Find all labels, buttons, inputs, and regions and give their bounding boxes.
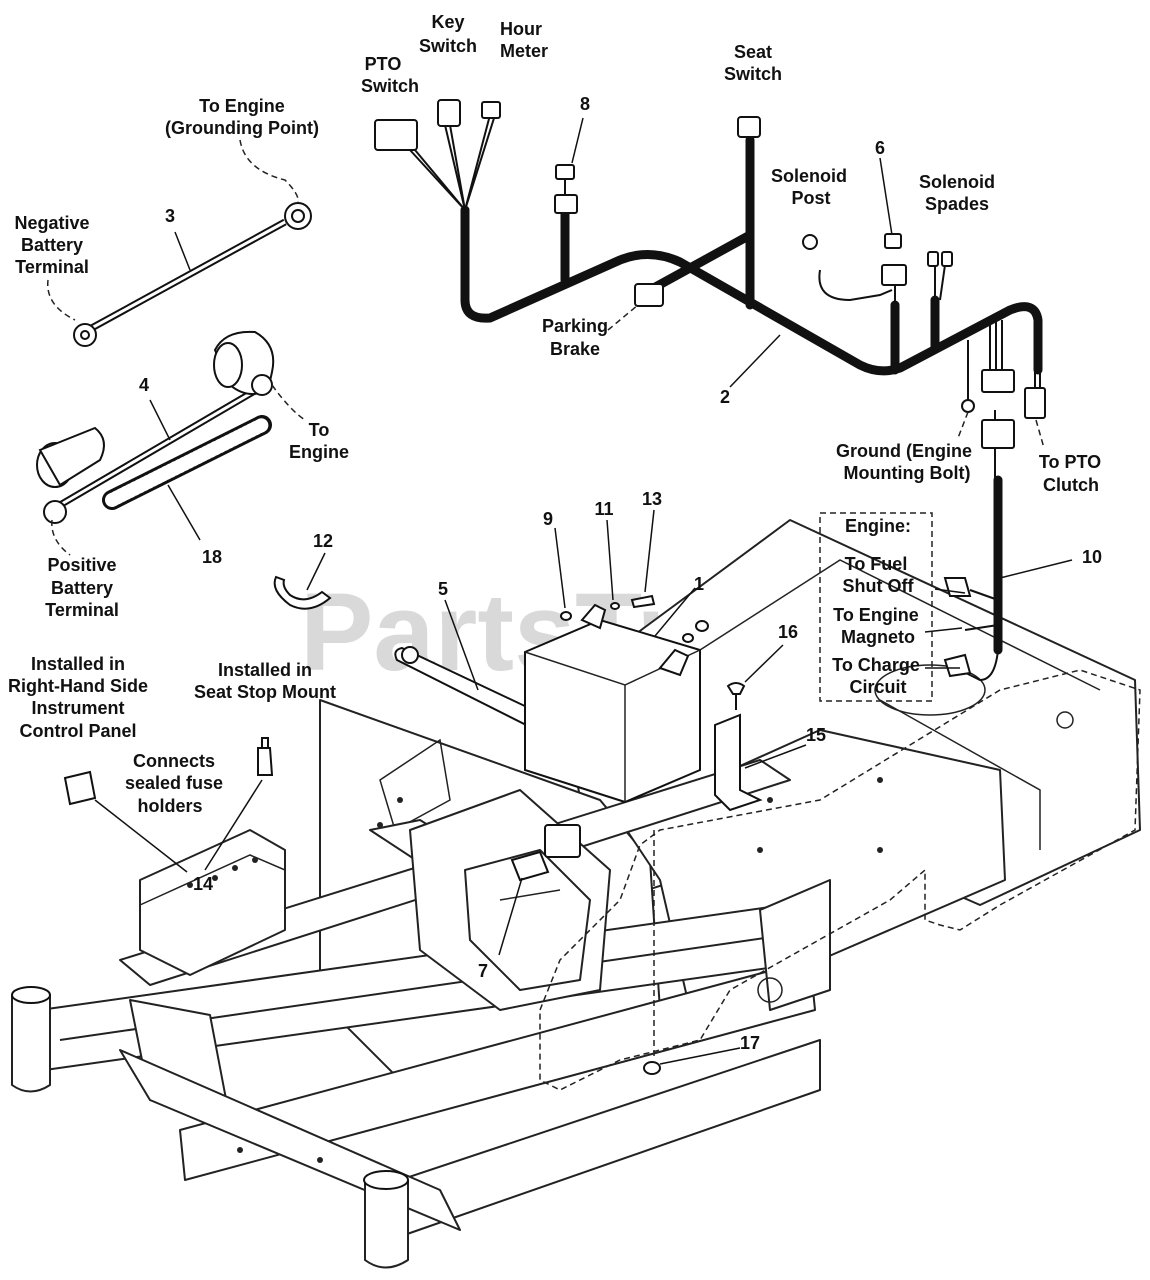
wiring-harness bbox=[374, 99, 1046, 682]
callout-12: 12 bbox=[313, 531, 333, 551]
svg-text:PTO: PTO bbox=[365, 54, 402, 74]
label-engine-box: Engine: To Fuel Shut Off To Engine Magne… bbox=[832, 516, 920, 697]
label-pto-switch: PTO Switch bbox=[361, 54, 419, 96]
svg-text:Engine: Engine bbox=[289, 442, 349, 462]
callout-16: 16 bbox=[778, 622, 798, 642]
ground-cable bbox=[73, 202, 312, 347]
cable-clip bbox=[273, 575, 332, 610]
svg-text:Switch: Switch bbox=[361, 76, 419, 96]
svg-text:Battery: Battery bbox=[51, 578, 113, 598]
svg-text:Ground (Engine: Ground (Engine bbox=[836, 441, 972, 461]
label-positive-terminal: Positive Battery Terminal bbox=[45, 555, 119, 620]
svg-text:To Engine: To Engine bbox=[833, 605, 919, 625]
svg-text:To PTO: To PTO bbox=[1039, 452, 1101, 472]
svg-text:Post: Post bbox=[791, 188, 830, 208]
svg-text:Right-Hand Side: Right-Hand Side bbox=[8, 676, 148, 696]
svg-text:Circuit: Circuit bbox=[849, 677, 906, 697]
svg-text:Negative: Negative bbox=[14, 213, 89, 233]
callout-7: 7 bbox=[478, 961, 488, 981]
callout-1: 1 bbox=[694, 574, 704, 594]
svg-text:Shut Off: Shut Off bbox=[843, 576, 915, 596]
svg-text:Terminal: Terminal bbox=[45, 600, 119, 620]
svg-text:Meter: Meter bbox=[500, 41, 548, 61]
svg-text:Seat: Seat bbox=[734, 42, 772, 62]
svg-text:Clutch: Clutch bbox=[1043, 475, 1099, 495]
label-to-pto-clutch: To PTO Clutch bbox=[1039, 452, 1101, 495]
svg-text:Switch: Switch bbox=[724, 64, 782, 84]
callout-13: 13 bbox=[642, 489, 662, 509]
callout-9: 9 bbox=[543, 509, 553, 529]
svg-text:Solenoid: Solenoid bbox=[771, 166, 847, 186]
callout-5: 5 bbox=[438, 579, 448, 599]
svg-text:Key: Key bbox=[431, 12, 464, 32]
positive-cable bbox=[36, 330, 275, 524]
label-key-switch: Key Switch bbox=[419, 12, 477, 56]
label-hour-meter: Hour Meter bbox=[500, 19, 548, 61]
label-installed-right: Installed in Right-Hand Side Instrument … bbox=[8, 654, 148, 741]
svg-text:Control Panel: Control Panel bbox=[19, 721, 136, 741]
svg-text:Instrument: Instrument bbox=[31, 698, 124, 718]
svg-text:Seat Stop Mount: Seat Stop Mount bbox=[194, 682, 336, 702]
svg-text:Connects: Connects bbox=[133, 751, 215, 771]
label-to-engine-ground: To Engine (Grounding Point) bbox=[165, 96, 319, 138]
callout-6: 6 bbox=[875, 138, 885, 158]
label-seat-switch: Seat Switch bbox=[724, 42, 782, 84]
label-parking-brake: Parking Brake bbox=[542, 316, 608, 359]
svg-text:(Grounding Point): (Grounding Point) bbox=[165, 118, 319, 138]
label-negative-terminal: Negative Battery Terminal bbox=[14, 213, 89, 277]
callout-3: 3 bbox=[165, 206, 175, 226]
svg-text:Terminal: Terminal bbox=[15, 257, 89, 277]
label-connects-fuse: Connects sealed fuse holders bbox=[125, 751, 223, 816]
svg-text:Battery: Battery bbox=[21, 235, 83, 255]
callout-10: 10 bbox=[1082, 547, 1102, 567]
callout-4: 4 bbox=[139, 375, 149, 395]
svg-text:holders: holders bbox=[137, 796, 202, 816]
engine-box-title: Engine: bbox=[845, 516, 911, 536]
svg-text:Installed in: Installed in bbox=[31, 654, 125, 674]
svg-text:Installed in: Installed in bbox=[218, 660, 312, 680]
cable-boot bbox=[102, 415, 272, 510]
svg-text:Hour: Hour bbox=[500, 19, 542, 39]
svg-text:To: To bbox=[309, 420, 330, 440]
label-ground-engine: Ground (Engine Mounting Bolt) bbox=[836, 441, 972, 483]
svg-text:Switch: Switch bbox=[419, 36, 477, 56]
label-solenoid-spades: Solenoid Spades bbox=[919, 172, 995, 214]
svg-text:To Fuel: To Fuel bbox=[845, 554, 908, 574]
callout-numbers: 1 2 3 4 5 6 7 8 9 10 11 12 13 14 15 16 1… bbox=[139, 94, 1102, 1053]
svg-text:Spades: Spades bbox=[925, 194, 989, 214]
svg-text:Positive: Positive bbox=[47, 555, 116, 575]
svg-text:Parking: Parking bbox=[542, 316, 608, 336]
label-to-engine: To Engine bbox=[289, 420, 349, 462]
callout-17: 17 bbox=[740, 1033, 760, 1053]
callout-8: 8 bbox=[580, 94, 590, 114]
battery bbox=[524, 603, 701, 804]
svg-text:To Engine: To Engine bbox=[199, 96, 285, 116]
svg-text:To Charge: To Charge bbox=[832, 655, 920, 675]
svg-text:Solenoid: Solenoid bbox=[919, 172, 995, 192]
label-solenoid-post: Solenoid Post bbox=[771, 166, 847, 208]
svg-text:Mounting Bolt): Mounting Bolt) bbox=[844, 463, 971, 483]
svg-text:Magneto: Magneto bbox=[841, 627, 915, 647]
engine-box bbox=[819, 512, 933, 702]
svg-text:sealed fuse: sealed fuse bbox=[125, 773, 223, 793]
callout-11: 11 bbox=[594, 499, 613, 519]
svg-text:Brake: Brake bbox=[550, 339, 600, 359]
callout-14: 14 bbox=[193, 874, 213, 894]
labels: PTO Switch Key Switch Hour Meter Seat Sw… bbox=[8, 12, 1101, 816]
callout-18: 18 bbox=[202, 547, 222, 567]
callout-15: 15 bbox=[806, 725, 826, 745]
label-installed-seat: Installed in Seat Stop Mount bbox=[194, 660, 336, 702]
callout-2: 2 bbox=[720, 387, 730, 407]
hardware bbox=[63, 594, 763, 1075]
leader-lines bbox=[47, 117, 1073, 1065]
